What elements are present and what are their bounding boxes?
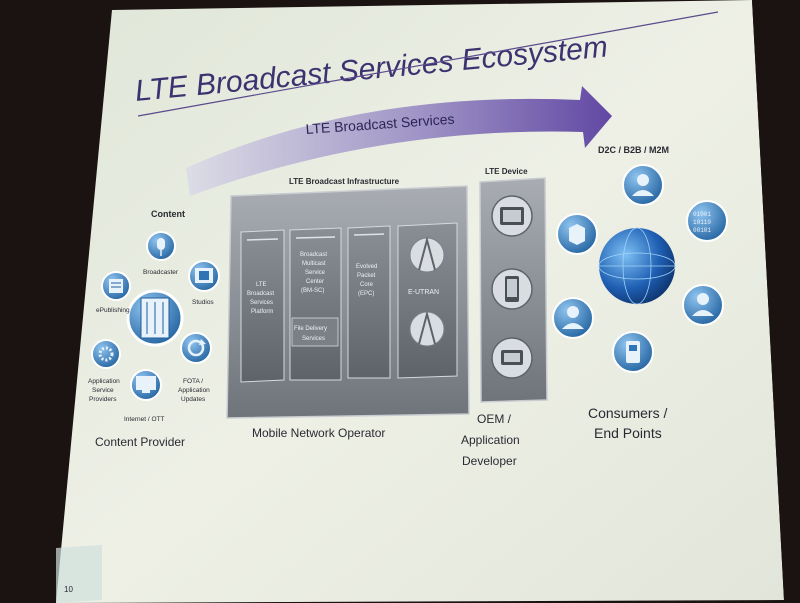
gears-icon (91, 339, 121, 369)
svg-text:Core: Core (360, 282, 374, 288)
svg-text:(EPC): (EPC) (358, 291, 374, 297)
svg-text:Broadcast: Broadcast (247, 291, 274, 297)
svg-text:Evolved: Evolved (356, 264, 377, 270)
svg-text:File Delivery: File Delivery (294, 326, 327, 332)
fota-label-2: Application (178, 387, 210, 394)
operator-caption: Mobile Network Operator (252, 426, 385, 440)
internet-label: Internet / OTT (124, 416, 164, 423)
consumers-caption-2: End Points (594, 425, 662, 441)
refresh-icon (180, 332, 212, 364)
svg-text:01001: 01001 (693, 211, 711, 218)
svg-text:(BM-SC): (BM-SC) (301, 288, 324, 294)
studios-label: Studios (192, 299, 214, 306)
phone-icon (491, 268, 533, 310)
svg-text:Services: Services (302, 336, 325, 342)
binary-data-icon: 01001 10110 00101 (686, 200, 728, 242)
cube-icon (556, 213, 598, 255)
content-heading: Content (151, 209, 185, 219)
epc-block: Evolved Packet Core (EPC) (347, 225, 391, 379)
server-icon (126, 289, 184, 347)
device-caption-2: Application (461, 433, 520, 447)
svg-text:Service: Service (305, 270, 326, 276)
tablet-icon (491, 195, 533, 237)
device-caption-3: Developer (462, 454, 517, 468)
asp-label-1: Application (88, 378, 120, 385)
asp-label-3: Providers (89, 396, 117, 403)
newspaper-icon (101, 271, 131, 301)
svg-text:LTE: LTE (256, 282, 267, 288)
monitor-icon (130, 369, 162, 401)
bmsc-block: Broadcast Multicast Service Center (BM-S… (289, 227, 342, 381)
fota-label-3: Updates (181, 396, 206, 403)
svg-text:Broadcast: Broadcast (300, 252, 327, 258)
epublishing-label: ePublishing (96, 307, 130, 314)
slide-number: 10 (64, 585, 73, 594)
svg-text:Packet: Packet (357, 273, 376, 279)
broadcaster-label: Broadcaster (143, 269, 179, 276)
device-heading: LTE Device (485, 167, 528, 176)
globe-icon (598, 227, 676, 305)
svg-text:10110: 10110 (693, 219, 711, 226)
eutran-block: E-UTRAN (397, 222, 458, 379)
svg-text:Multicast: Multicast (302, 261, 326, 267)
asp-label-2: Service (92, 387, 114, 394)
title-underline (137, 11, 719, 117)
svg-text:Services: Services (250, 300, 273, 306)
meter-icon (612, 331, 654, 373)
user-icon-left (552, 297, 594, 339)
svg-text:Center: Center (306, 279, 324, 285)
film-icon (188, 260, 220, 292)
platform-block: LTE Broadcast Services Platform (240, 229, 285, 383)
svg-text:00101: 00101 (693, 227, 711, 234)
broadcast-services-arrow (186, 86, 612, 196)
device-caption-1: OEM / (477, 412, 512, 426)
router-icon (491, 337, 533, 379)
microphone-icon (146, 231, 176, 261)
consumers-heading: D2C / B2B / M2M (598, 145, 669, 155)
svg-text:Platform: Platform (251, 309, 273, 315)
eutran-label: E-UTRAN (408, 289, 439, 296)
infrastructure-heading: LTE Broadcast Infrastructure (289, 177, 400, 186)
content-provider-caption: Content Provider (95, 435, 185, 449)
user-icon-right (682, 284, 724, 326)
person-icon (622, 164, 664, 206)
consumers-caption-1: Consumers / (588, 405, 667, 421)
fota-label-1: FOTA / (183, 378, 203, 385)
